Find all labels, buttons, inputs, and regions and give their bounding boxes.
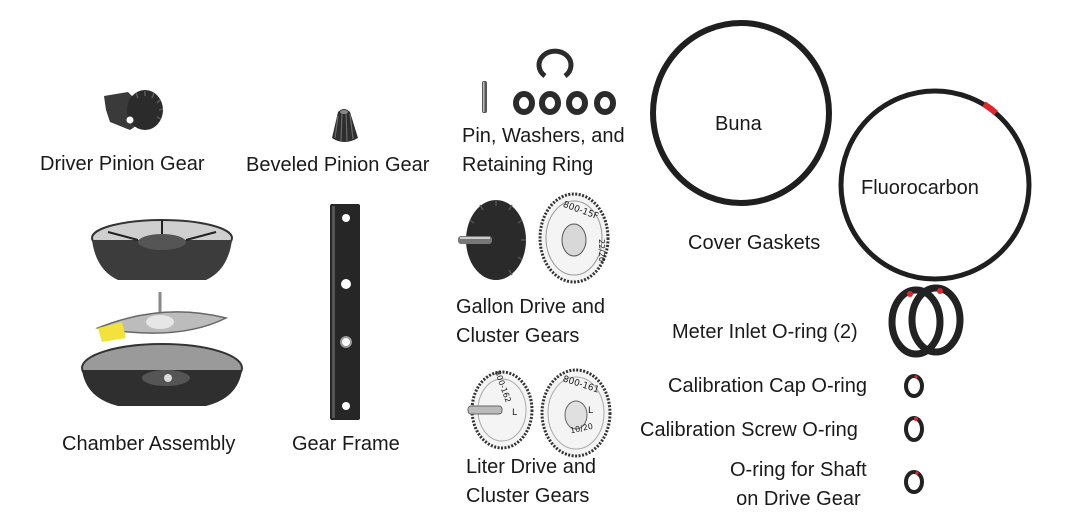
gear-frame-image [328,202,362,422]
driver-pinion-gear-image [100,82,170,142]
liter-drive-cluster-label: Liter Drive and Cluster Gears [466,453,596,511]
buna-label: Buna [715,113,762,135]
liter-drive-gear-image: 800-162 L [462,368,536,452]
gallon-drive-label-line1: Gallon Drive and [456,296,605,318]
cover-gaskets-label: Cover Gaskets [688,232,821,254]
washers-image [512,88,622,118]
pin-washers-retaining-ring-label: Pin, Washers, and Retaining Ring [462,122,625,180]
liter-drive-letter: L [512,408,518,418]
oring-shaft-label-line1: O-ring for Shaft [730,459,867,481]
chamber-assembly-image [78,210,246,420]
liter-drive-label-line2: Cluster Gears [466,485,590,507]
pin-washers-label-line1: Pin, Washers, and [462,125,625,147]
retaining-ring-image [531,44,579,80]
liter-drive-label-line1: Liter Drive and [466,456,597,478]
calibration-cap-oring-label: Calibration Cap O-ring [668,375,867,397]
gear-frame-label: Gear Frame [292,433,400,455]
liter-cluster-letter: L [588,406,594,416]
chamber-assembly-label: Chamber Assembly [62,433,236,455]
beveled-pinion-gear-label: Beveled Pinion Gear [246,154,430,176]
pin-washers-label-line2: Retaining Ring [462,154,594,176]
shaft-oring-image [902,468,926,496]
driver-pinion-gear-label: Driver Pinion Gear [40,153,205,175]
meter-inlet-oring-label: Meter Inlet O-ring (2) [672,321,858,343]
gallon-drive-cluster-label: Gallon Drive and Cluster Gears [456,293,605,351]
gallon-cluster-gear-image: 800-15F 22/20 [536,190,612,286]
calibration-screw-oring-image [902,414,926,444]
beveled-pinion-gear-image [324,104,364,146]
fluorocarbon-label: Fluorocarbon [861,177,979,199]
gallon-drive-label-line2: Cluster Gears [456,325,580,347]
calibration-screw-oring-label: Calibration Screw O-ring [640,419,858,441]
pin-image [480,80,490,114]
fluorocarbon-gasket-image [836,86,1034,284]
gallon-cluster-marking-side: 22/20 [597,238,607,263]
meter-inlet-oring-image [884,282,970,358]
buna-gasket-image [648,18,834,208]
calibration-cap-oring-image [902,372,926,400]
gallon-drive-gear-image [454,196,530,286]
liter-cluster-gear-image: 800-161 L 10/20 [538,366,614,460]
oring-shaft-drive-gear-label: O-ring for Shaft on Drive Gear [730,456,867,514]
oring-shaft-label-line2: on Drive Gear [736,488,861,510]
